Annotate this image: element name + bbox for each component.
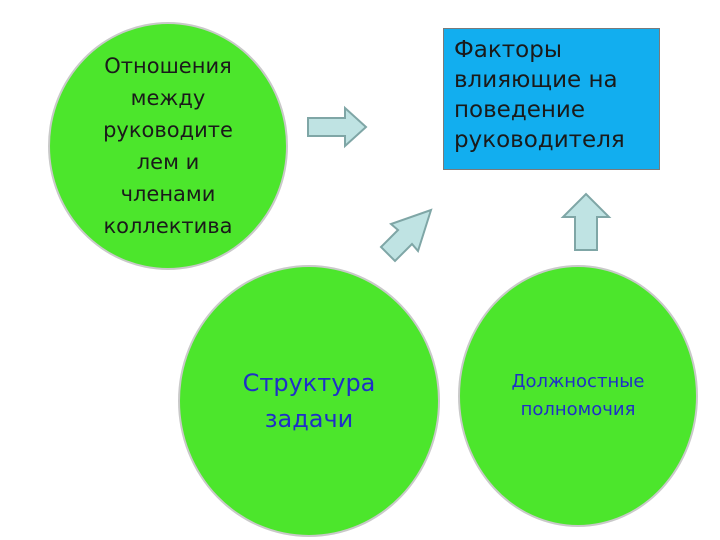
node-factors-box: Факторы влияющие на поведение руководите… bbox=[443, 28, 660, 170]
arrow-up-icon bbox=[560, 192, 612, 251]
node-relations-label: Отношения между руководите лем и членами… bbox=[103, 54, 233, 238]
node-task-structure-label: Структура задачи bbox=[242, 369, 376, 433]
arrow-diagonal-icon bbox=[379, 208, 433, 263]
node-relations-circle: Отношения между руководите лем и членами… bbox=[48, 22, 288, 270]
node-factors-label: Факторы влияющие на поведение руководите… bbox=[454, 37, 625, 153]
node-duties-circle: Должностные полномочия bbox=[458, 265, 698, 527]
node-duties-label: Должностные полномочия bbox=[511, 371, 645, 420]
node-task-structure-circle: Структура задачи bbox=[178, 265, 440, 537]
arrow-right-icon bbox=[307, 105, 368, 149]
